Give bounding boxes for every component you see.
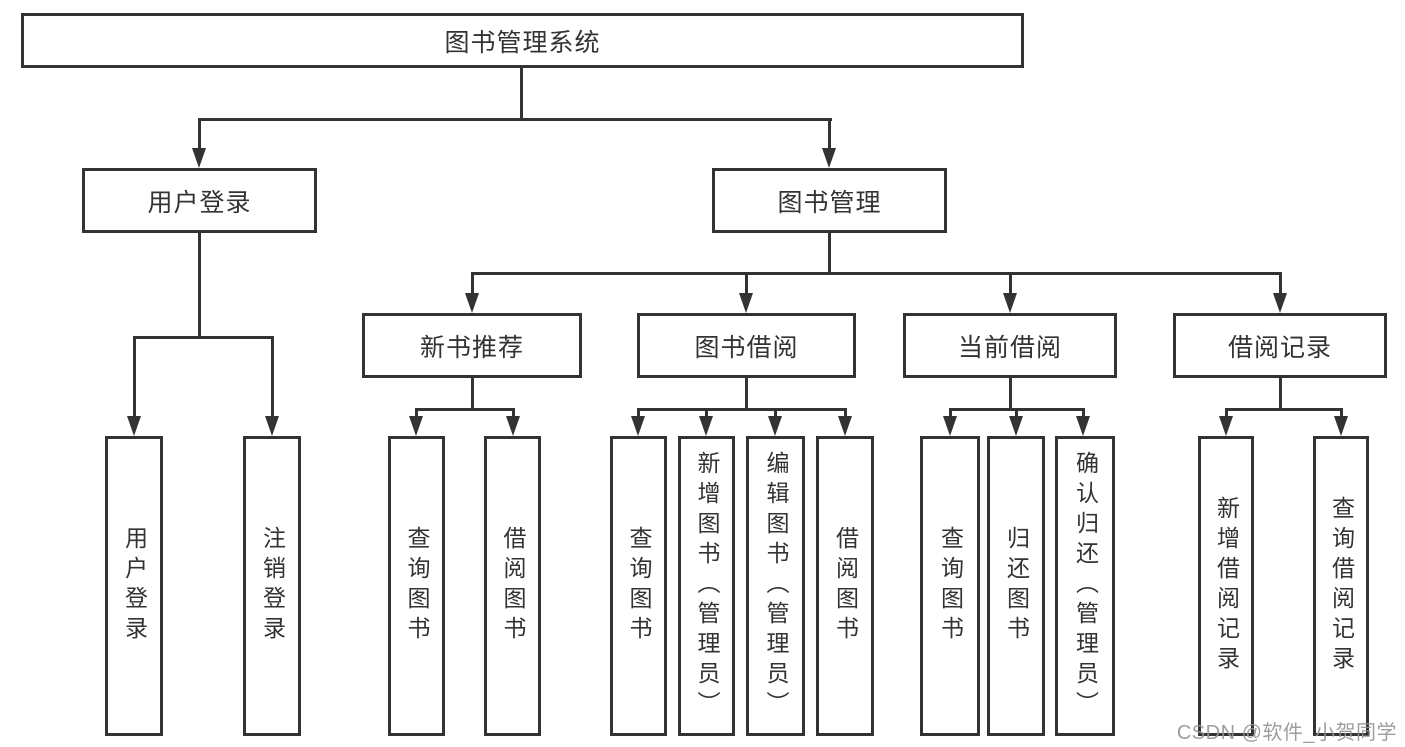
node-user-login: 用户登录 bbox=[82, 168, 317, 233]
node-leaf-user-login: 用户登录 bbox=[105, 436, 163, 736]
node-leaf-confirm-return-admin: 确认归还（管理员） bbox=[1055, 436, 1115, 736]
node-label: 新书推荐 bbox=[419, 333, 524, 362]
node-label: 图书管理系统 bbox=[444, 28, 601, 57]
node-label: 查询图书 bbox=[626, 526, 652, 646]
connector-line bbox=[844, 408, 847, 420]
arrow-down-icon bbox=[699, 416, 713, 436]
arrow-down-icon bbox=[822, 148, 836, 168]
arrow-down-icon bbox=[1219, 416, 1233, 436]
node-label: 编辑图书（管理员） bbox=[763, 451, 789, 721]
node-label: 新增借阅记录 bbox=[1213, 496, 1240, 676]
node-label: 查询借阅记录 bbox=[1328, 496, 1355, 676]
connector-line bbox=[198, 118, 201, 154]
arrow-down-icon bbox=[838, 416, 852, 436]
connector-line bbox=[637, 408, 847, 411]
node-label: 查询图书 bbox=[937, 526, 964, 646]
node-leaf-return-book: 归还图书 bbox=[987, 436, 1045, 736]
connector-line bbox=[949, 408, 952, 420]
node-label: 借阅图书 bbox=[832, 526, 859, 646]
node-label: 注销登录 bbox=[259, 526, 286, 646]
arrow-down-icon bbox=[506, 416, 520, 436]
connector-line bbox=[1009, 272, 1012, 297]
node-leaf-recommend-borrow-book: 借阅图书 bbox=[484, 436, 541, 736]
connector-line bbox=[198, 233, 201, 336]
node-label: 用户登录 bbox=[121, 526, 148, 646]
arrow-down-icon bbox=[265, 416, 279, 436]
connector-line bbox=[1279, 272, 1282, 297]
connector-line bbox=[828, 233, 831, 272]
arrow-down-icon bbox=[409, 416, 423, 436]
connector-line bbox=[1340, 408, 1343, 420]
node-leaf-borrow-query-book: 查询图书 bbox=[610, 436, 667, 736]
connector-line bbox=[705, 408, 708, 420]
node-leaf-edit-book-admin: 编辑图书（管理员） bbox=[746, 436, 805, 736]
node-book-management: 图书管理 bbox=[712, 168, 947, 233]
connector-line bbox=[133, 336, 136, 420]
arrow-down-icon bbox=[943, 416, 957, 436]
node-root: 图书管理系统 bbox=[21, 13, 1024, 68]
arrow-down-icon bbox=[631, 416, 645, 436]
arrow-down-icon bbox=[465, 293, 479, 313]
node-label: 归还图书 bbox=[1003, 526, 1030, 646]
arrow-down-icon bbox=[768, 416, 782, 436]
node-leaf-recommend-query-book: 查询图书 bbox=[388, 436, 445, 736]
connector-line bbox=[637, 408, 640, 420]
arrow-down-icon bbox=[192, 148, 206, 168]
connector-line bbox=[471, 378, 474, 408]
connector-line bbox=[198, 118, 832, 121]
connector-line bbox=[1082, 408, 1085, 420]
connector-line bbox=[415, 408, 515, 411]
connector-line bbox=[1279, 378, 1282, 408]
node-label: 新增图书（管理员） bbox=[694, 451, 720, 721]
arrow-down-icon bbox=[127, 416, 141, 436]
node-new-book-recommend: 新书推荐 bbox=[362, 313, 582, 378]
node-label: 当前借阅 bbox=[957, 333, 1062, 362]
connector-line bbox=[415, 408, 418, 420]
node-label: 用户登录 bbox=[147, 188, 252, 217]
node-leaf-query-borrow-record: 查询借阅记录 bbox=[1313, 436, 1369, 736]
connector-line bbox=[745, 378, 748, 408]
node-book-borrow: 图书借阅 bbox=[637, 313, 856, 378]
node-leaf-logout: 注销登录 bbox=[243, 436, 301, 736]
arrow-down-icon bbox=[1334, 416, 1348, 436]
node-current-borrow: 当前借阅 bbox=[903, 313, 1117, 378]
arrow-down-icon bbox=[1273, 293, 1287, 313]
node-leaf-add-borrow-record: 新增借阅记录 bbox=[1198, 436, 1254, 736]
csdn-watermark: CSDN @软件_小贺同学 bbox=[1176, 722, 1397, 744]
node-label: 图书管理 bbox=[777, 188, 882, 217]
node-label: 图书借阅 bbox=[694, 333, 799, 362]
node-leaf-borrow-book: 借阅图书 bbox=[816, 436, 874, 736]
arrow-down-icon bbox=[739, 293, 753, 313]
connector-line bbox=[471, 272, 1282, 275]
node-leaf-add-book-admin: 新增图书（管理员） bbox=[678, 436, 735, 736]
node-label: 借阅记录 bbox=[1227, 333, 1332, 362]
connector-line bbox=[1225, 408, 1228, 420]
connector-line bbox=[1009, 378, 1012, 408]
arrow-down-icon bbox=[1003, 293, 1017, 313]
node-borrow-record: 借阅记录 bbox=[1173, 313, 1387, 378]
arrow-down-icon bbox=[1009, 416, 1023, 436]
node-label: 借阅图书 bbox=[500, 526, 526, 646]
connector-line bbox=[271, 336, 274, 420]
node-leaf-current-query-book: 查询图书 bbox=[920, 436, 980, 736]
connector-line bbox=[520, 68, 523, 121]
connector-line bbox=[471, 272, 474, 297]
connector-line bbox=[828, 118, 831, 154]
node-label: 确认归还（管理员） bbox=[1072, 451, 1099, 721]
connector-line bbox=[774, 408, 777, 420]
connector-line bbox=[1015, 408, 1018, 420]
connector-line bbox=[512, 408, 515, 420]
node-label: 查询图书 bbox=[404, 526, 430, 646]
connector-line bbox=[1225, 408, 1343, 411]
connector-line bbox=[133, 336, 274, 339]
connector-line bbox=[745, 272, 748, 297]
arrow-down-icon bbox=[1076, 416, 1090, 436]
